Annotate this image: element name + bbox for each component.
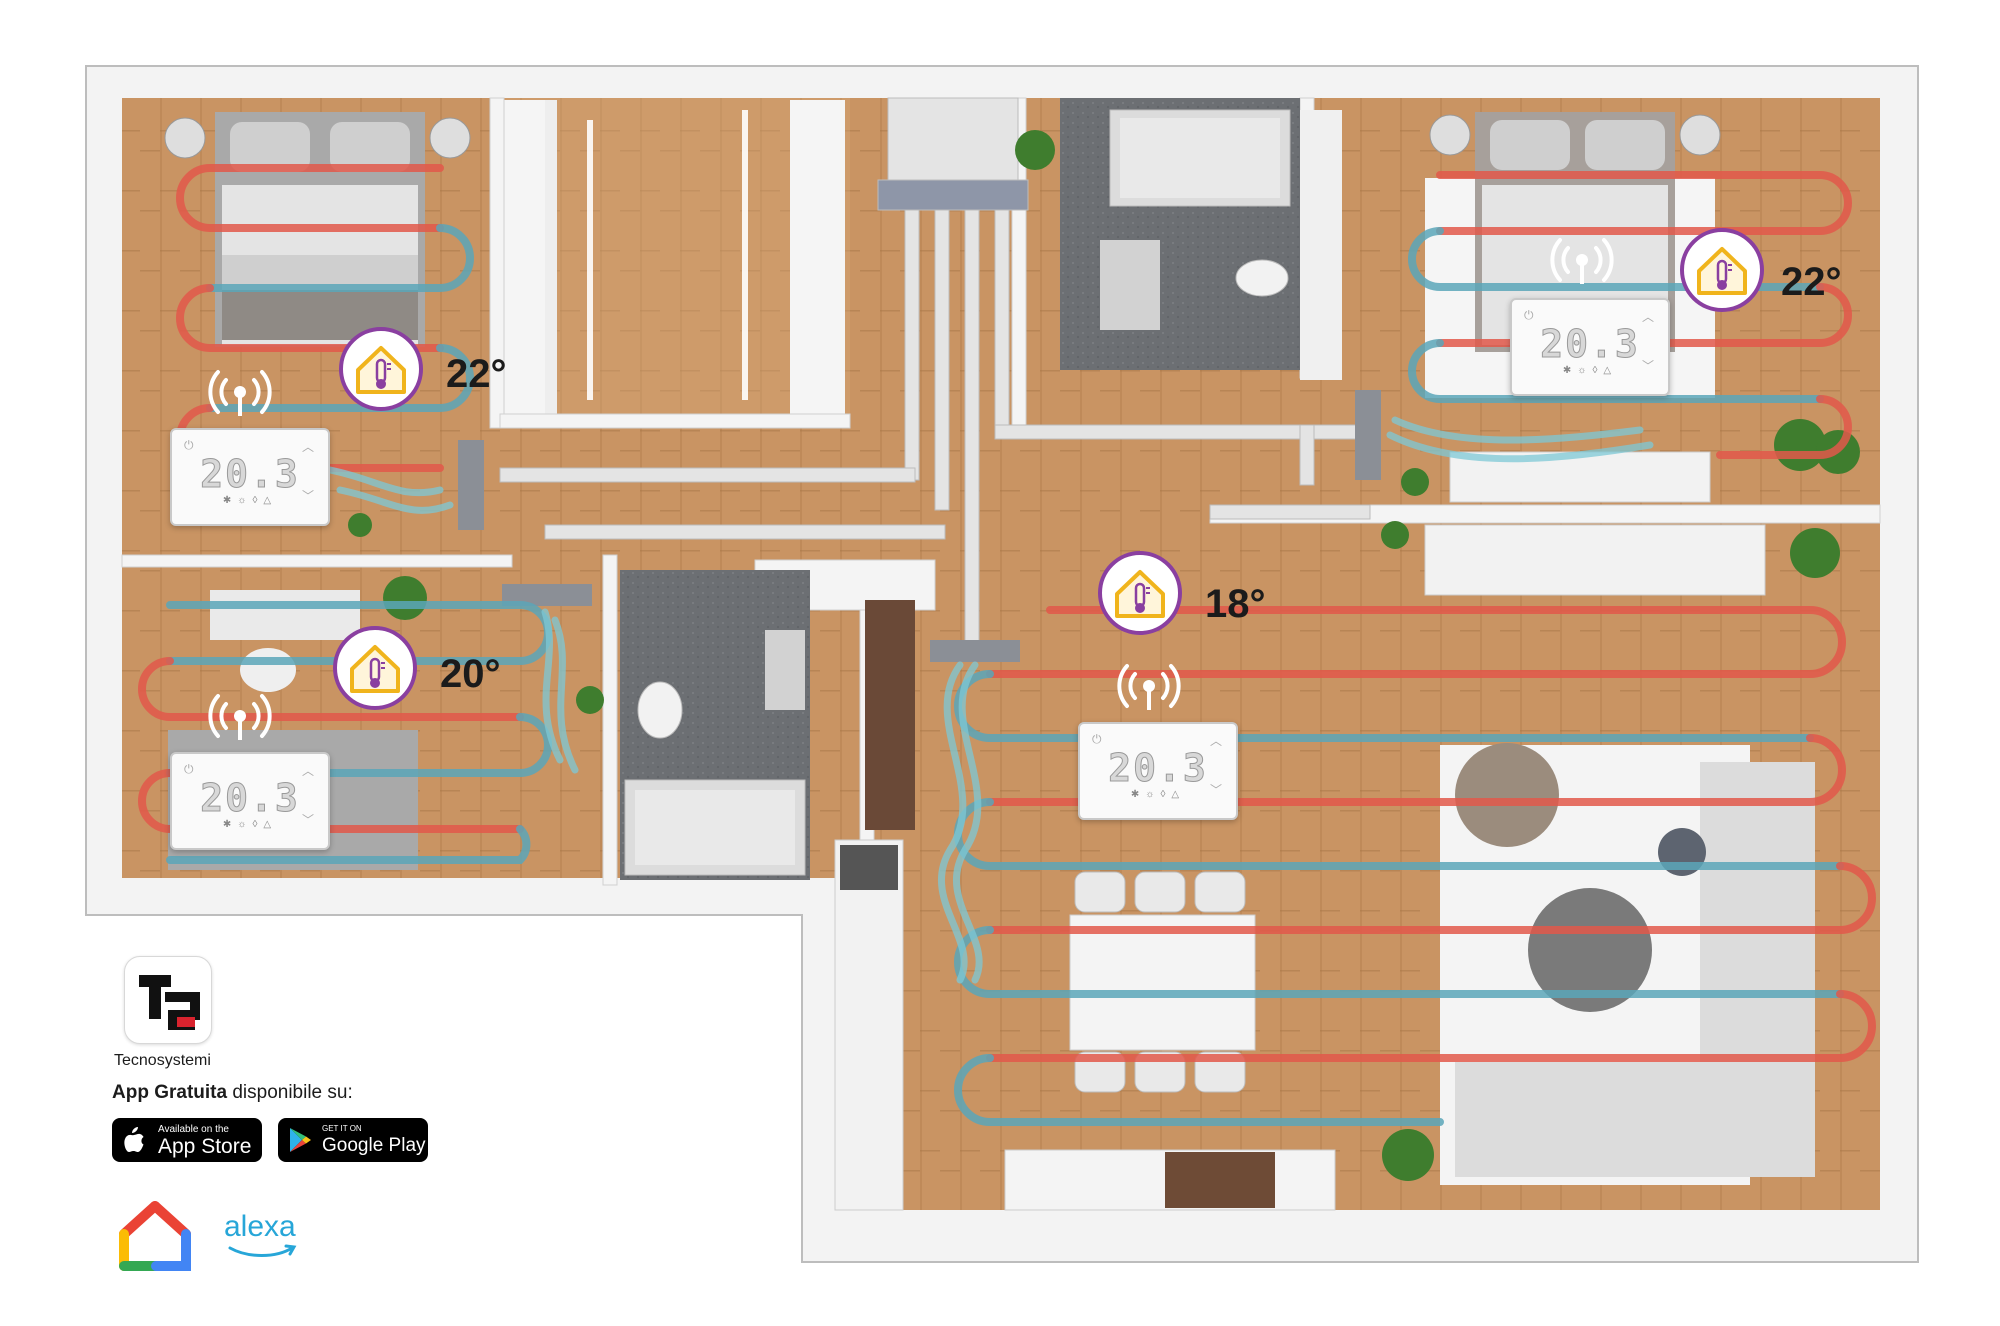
room-temperature-bedroom-3: 22°: [1781, 260, 1842, 304]
chevron-down-icon: ﹀: [1209, 783, 1222, 797]
thermostat-display: 20.3: [1108, 746, 1208, 791]
thermostat-bedroom-1[interactable]: ⏻ ︿ 20.3 ﹀ ✱☼◊△: [170, 428, 330, 526]
app-store-big-text: App Store: [158, 1135, 252, 1158]
app-availability-bold: App Gratuita: [112, 1082, 228, 1103]
mode-icons: ✱☼◊△: [222, 819, 278, 830]
app-availability-rest: disponibile su:: [227, 1082, 353, 1103]
thermostat-display: 20.3: [200, 776, 300, 821]
room-badge-bedroom-2: [332, 625, 418, 716]
home-thermometer-icon: [333, 626, 417, 710]
power-icon: ⏻: [184, 438, 194, 452]
home-thermometer-icon: [339, 327, 423, 411]
coffee-table: [1528, 888, 1652, 1012]
thermostat-living-area[interactable]: ⏻ ︿ 20.3 ﹀ ✱☼◊△: [1078, 722, 1238, 820]
room-badge-living-area: [1097, 550, 1183, 641]
room-temperature-bedroom-1: 22°: [446, 352, 507, 396]
room-badge-bedroom-1: [338, 326, 424, 417]
google-play-small-text: GET IT ON: [322, 1124, 362, 1133]
home-thermometer-icon: [1680, 228, 1764, 312]
chevron-down-icon: ﹀: [1641, 359, 1654, 373]
google-play-big-text: Google Play: [322, 1135, 426, 1156]
room-temperature-living-area: 18°: [1205, 582, 1266, 626]
wifi-signal-icon: [1550, 238, 1614, 284]
google-play-icon: [290, 1128, 311, 1152]
app-availability-text: App Gratuita disponibile su:: [112, 1082, 353, 1104]
wifi-signal-icon: [208, 694, 272, 740]
mode-icons: ✱☼◊△: [1130, 789, 1186, 800]
sofa-bottom: [1455, 1062, 1815, 1177]
chevron-up-icon: ︿: [301, 764, 314, 778]
chevron-up-icon: ︿: [1641, 310, 1654, 324]
power-icon: ⏻: [184, 762, 194, 776]
wifi-signal-icon: [1117, 664, 1181, 710]
chevron-down-icon: ﹀: [301, 813, 314, 827]
google-home-icon: [119, 1201, 191, 1271]
thermostat-bedroom-3[interactable]: ⏻ ︿ 20.3 ﹀ ✱☼◊△: [1510, 298, 1670, 396]
brand-name: Tecnosystemi: [114, 1052, 211, 1069]
tv-unit: [1424, 524, 1766, 596]
dining-table: [1069, 914, 1256, 1051]
mode-icons: ✱☼◊△: [222, 495, 278, 506]
chevron-up-icon: ︿: [301, 440, 314, 454]
google-play-badge[interactable]: GET IT ON Google Play: [278, 1118, 428, 1162]
wifi-signal-icon: [208, 370, 272, 416]
room-badge-bedroom-3: [1679, 227, 1765, 318]
tecnosystemi-logo: [124, 956, 212, 1044]
room-temperature-bedroom-2: 20°: [440, 652, 501, 696]
chevron-up-icon: ︿: [1209, 734, 1222, 748]
pouf: [1455, 743, 1559, 847]
power-icon: ⏻: [1092, 732, 1102, 746]
app-store-small-text: Available on the: [158, 1124, 229, 1135]
thermostat-bedroom-2[interactable]: ⏻ ︿ 20.3 ﹀ ✱☼◊△: [170, 752, 330, 850]
apple-icon: [124, 1127, 144, 1152]
home-thermometer-icon: [1098, 551, 1182, 635]
alexa-smile-icon: [228, 1244, 297, 1257]
mode-icons: ✱☼◊△: [1562, 365, 1618, 376]
alexa-wordmark: alexa: [224, 1210, 296, 1243]
kitchen-counter: [834, 839, 904, 1211]
power-icon: ⏻: [1524, 308, 1534, 322]
chevron-down-icon: ﹀: [301, 489, 314, 503]
thermostat-display: 20.3: [1540, 322, 1640, 367]
alexa-logo: alexa: [222, 1208, 302, 1260]
thermostat-display: 20.3: [200, 452, 300, 497]
app-store-badge[interactable]: Available on the App Store: [112, 1118, 262, 1162]
